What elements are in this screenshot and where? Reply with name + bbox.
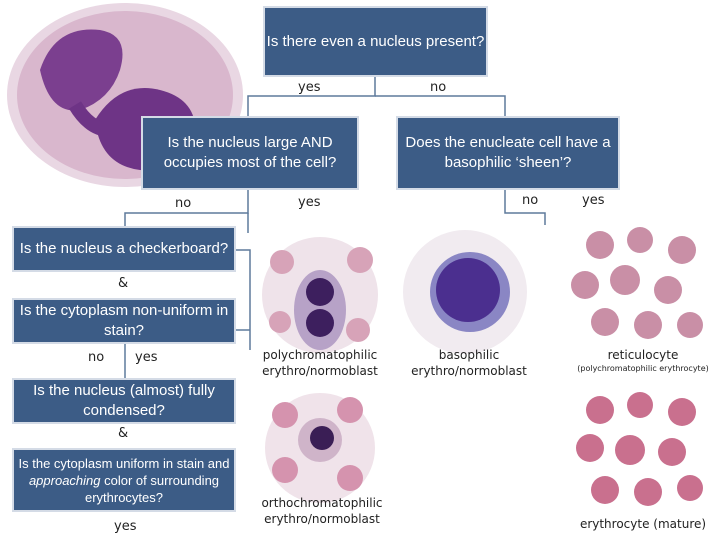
- question-nucleus-present-text: Is there even a nucleus present?: [266, 32, 485, 50]
- question-nucleus-condensed-text: Is the nucleus (almost) fully condensed?: [33, 382, 215, 419]
- branch-uniform-yes: yes: [114, 519, 137, 534]
- question-nucleus-large: Is the nucleus large AND occupies most o…: [141, 116, 359, 190]
- reticulocyte-photo: [560, 212, 720, 372]
- question-nucleus-condensed: Is the nucleus (almost) fully condensed?: [12, 378, 236, 424]
- caption-basophilic: basophilic erythro/normoblast: [398, 347, 540, 379]
- branch-large-yes: yes: [298, 195, 321, 210]
- branch-sheen-yes: yes: [582, 193, 605, 208]
- caption-baso-line1: basophilic: [438, 348, 500, 362]
- question-checkerboard-text: Is the nucleus a checkerboard?: [19, 240, 229, 257]
- ampersand-1: &: [118, 276, 129, 291]
- question-cytoplasm-nonuniform-text: Is the cytoplasm non-uniform in stain?: [19, 302, 229, 339]
- branch-checker-yes: yes: [135, 350, 158, 365]
- branch-sheen-no: no: [522, 193, 539, 208]
- caption-poly-line2: erythro/normoblast: [262, 364, 378, 378]
- caption-baso-line2: erythro/normoblast: [411, 364, 527, 378]
- question-nucleus-present: Is there even a nucleus present?: [263, 6, 488, 77]
- question-cytoplasm-uniform-text: Is the cytoplasm uniform in stain and ap…: [14, 455, 234, 506]
- branch-checker-no: no: [88, 350, 105, 365]
- branch-root-no: no: [430, 80, 447, 95]
- erythrocyte-photo: [565, 380, 715, 530]
- caption-poly-line1: polychromatophilic: [262, 348, 378, 362]
- basophilic-photo: [403, 230, 527, 354]
- uniform-text-before: Is the cytoplasm uniform in stain and: [18, 455, 230, 471]
- caption-ortho-line2: erythro/normoblast: [264, 512, 380, 526]
- caption-orthochromatophilic: orthochromatophilic erythro/normoblast: [252, 495, 392, 527]
- caption-polychromatophilic: polychromatophilic erythro/normoblast: [250, 347, 390, 379]
- uniform-text-after: color of surrounding erythrocytes?: [84, 472, 220, 505]
- caption-ortho-line1: orthochromatophilic: [261, 496, 383, 510]
- caption-reti-line2: (polychromatophilic erythrocyte): [577, 364, 709, 373]
- question-checkerboard: Is the nucleus a checkerboard?: [12, 226, 236, 272]
- branch-root-yes: yes: [298, 80, 321, 95]
- caption-reti-line1: reticulocyte: [607, 348, 679, 362]
- uniform-text-emphasis: approaching: [28, 472, 101, 488]
- question-cytoplasm-uniform: Is the cytoplasm uniform in stain and ap…: [12, 448, 236, 512]
- question-nucleus-large-text: Is the nucleus large AND occupies most o…: [163, 134, 337, 171]
- question-cytoplasm-nonuniform: Is the cytoplasm non-uniform in stain?: [12, 298, 236, 344]
- caption-erythrocyte: erythrocyte (mature): [579, 517, 707, 531]
- connector-lines: [124, 77, 546, 378]
- polychromatophilic-photo: [262, 237, 378, 353]
- caption-reticulocyte: reticulocyte (polychromatophilic erythro…: [570, 347, 716, 375]
- branch-large-no: no: [175, 196, 192, 211]
- ampersand-2: &: [118, 426, 129, 441]
- question-basophilic-sheen-text: Does the enucleate cell have a basophili…: [405, 134, 611, 171]
- orthochromatophilic-photo: [265, 393, 375, 503]
- question-basophilic-sheen: Does the enucleate cell have a basophili…: [396, 116, 620, 190]
